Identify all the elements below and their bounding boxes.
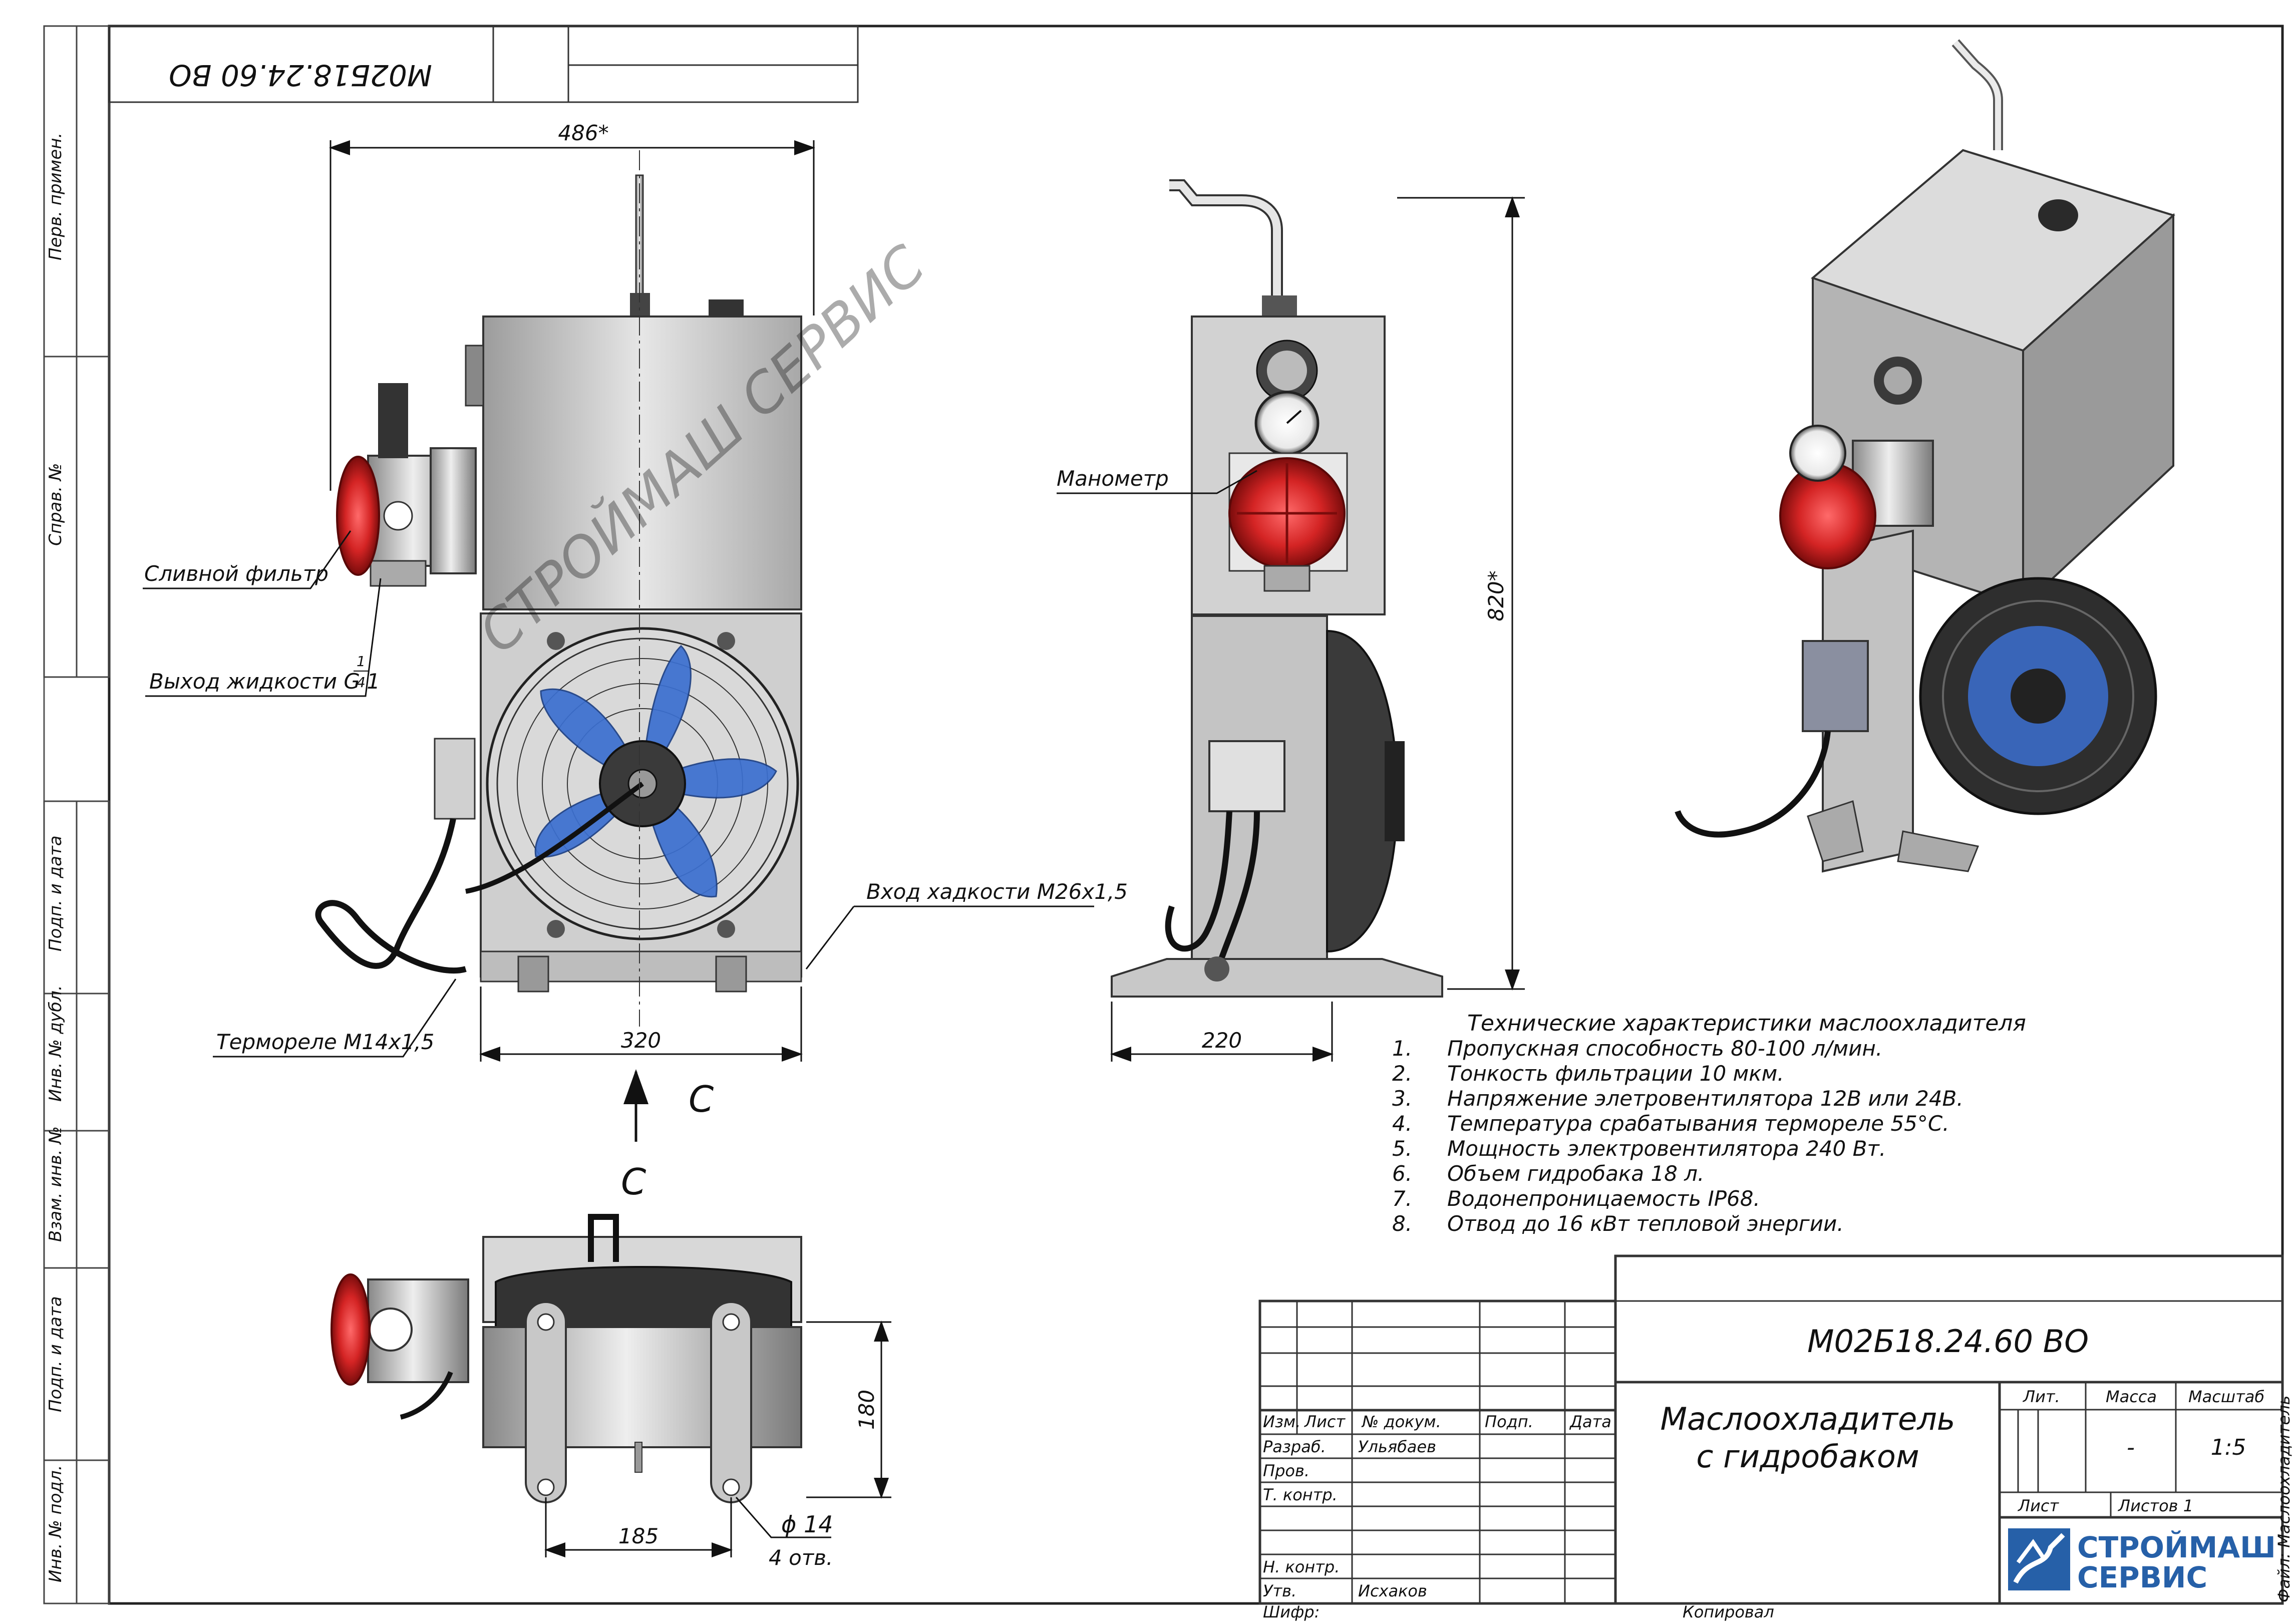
spec-text-4: Температура срабатывания термореле 55°С.	[1447, 1111, 1949, 1136]
iso-view	[1675, 39, 2175, 873]
tb-row-tkontr: Т. контр.	[1263, 1485, 1338, 1504]
spec-num-4: 4.	[1392, 1111, 1412, 1136]
tb-kopiroval: Копировал	[1683, 1602, 1774, 1621]
tb-list: Лист	[2018, 1496, 2059, 1515]
spec-num-8: 8.	[1392, 1211, 1412, 1236]
tb-lit: Лит.	[2023, 1387, 2060, 1406]
tb-designation: М02Б18.24.60 ВО	[1807, 1323, 2089, 1360]
callout-outlet-num: 1	[357, 653, 366, 670]
bottom-view-title: С	[621, 1161, 646, 1203]
callout-outlet: Выход жидкости G 1	[149, 669, 380, 694]
dim-width-top: 486*	[558, 121, 608, 145]
side-dimensions	[1057, 196, 1525, 1062]
callout-outlet-den: 4	[357, 674, 366, 691]
tb-shifr: Шифр:	[1263, 1602, 1320, 1621]
tb-utv-name: Исхаков	[1358, 1581, 1427, 1600]
dim-depth: 180	[854, 1390, 879, 1430]
tb-massa-val: -	[2127, 1435, 2135, 1460]
dim-side-width: 220	[1202, 1028, 1242, 1053]
bottom-filter-cap	[331, 1273, 371, 1386]
tb-col-data: Дата	[1569, 1412, 1611, 1431]
spec-text-2: Тонкость фильтрации 10 мкм.	[1447, 1061, 1784, 1086]
dim-height: 820*	[1484, 570, 1508, 621]
spec-text-6: Объем гидробака 18 л.	[1447, 1161, 1704, 1186]
margin-label-3: Инв. № дубл.	[46, 985, 66, 1102]
spec-num-6: 6.	[1392, 1161, 1412, 1186]
callout-filter: Сливной фильтр	[144, 561, 329, 586]
front-tank	[482, 315, 802, 610]
specs-title: Технические характеристики маслоохладите…	[1467, 1011, 2026, 1036]
tb-row-utv: Утв.	[1263, 1581, 1296, 1600]
dim-hole: ϕ 14	[781, 1511, 833, 1538]
bottom-view	[331, 1214, 802, 1503]
spec-num-2: 2.	[1392, 1061, 1412, 1086]
spec-num-1: 1.	[1392, 1036, 1412, 1061]
spec-text-1: Пропускная способность 80-100 л/мин.	[1447, 1036, 1882, 1061]
specs-block: Технические характеристики маслоохладите…	[1392, 1011, 2026, 1236]
spec-text-3: Напряжение элетровентилятора 12В или 24В…	[1447, 1086, 1963, 1111]
tb-razrab-name: Ульябаев	[1358, 1437, 1436, 1456]
margin-label-1: Справ. №	[46, 463, 66, 546]
tb-row-razrab: Разраб.	[1263, 1437, 1326, 1456]
company-logo: СТРОЙМАШ СЕРВИС	[2008, 1528, 2276, 1594]
front-dimensions	[329, 140, 815, 1142]
tb-file-label: Файл: Маслоохладитель	[2274, 1396, 2293, 1602]
tb-row-nkontr: Н. контр.	[1263, 1557, 1340, 1576]
spec-num-5: 5.	[1392, 1136, 1412, 1161]
tb-name-line1: Маслоохладитель	[1661, 1401, 1955, 1437]
margin-label-0: Перв. примен.	[46, 133, 66, 260]
tb-col-podp: Подп.	[1485, 1412, 1533, 1431]
spec-num-7: 7.	[1392, 1186, 1412, 1211]
bottom-dimensions	[544, 1321, 891, 1557]
front-filter-cap	[336, 456, 380, 576]
logo-line1: СТРОЙМАШ	[2077, 1530, 2276, 1564]
margin-label-4: Взам. инв. №	[46, 1126, 66, 1242]
spec-text-5: Мощность электровентилятора 240 Вт.	[1447, 1136, 1886, 1161]
callout-gauge: Манометр	[1057, 466, 1169, 491]
dim-spacing: 185	[618, 1524, 659, 1548]
margin-label-2: Подп. и дата	[46, 835, 66, 951]
spec-text-7: Водонепроницаемость IP68.	[1447, 1186, 1760, 1211]
tb-massa: Масса	[2106, 1387, 2157, 1406]
tb-masshtab: Масштаб	[2188, 1387, 2264, 1406]
tb-col-izm: Изм.	[1263, 1412, 1300, 1431]
tb-listov: Листов 1	[2118, 1496, 2193, 1515]
view-arrow-label: С	[689, 1078, 714, 1120]
callout-inlet: Вход хадкости М26х1,5	[866, 879, 1128, 904]
side-view	[1111, 179, 1443, 998]
top-stamp-text: М02Б18.24.60 ВО	[169, 58, 432, 92]
logo-line2: СЕРВИС	[2077, 1560, 2207, 1594]
callout-thermo: Термореле М14х1,5	[216, 1030, 434, 1054]
dim-hole-count: 4 отв.	[769, 1545, 833, 1570]
tb-col-doc: № докум.	[1361, 1412, 1441, 1431]
title-block-grid	[1258, 1254, 2284, 1605]
tb-row-prov: Пров.	[1263, 1461, 1309, 1480]
left-margin-columns	[43, 25, 110, 1604]
tb-col-list: Лист	[1304, 1412, 1346, 1431]
tb-masshtab-val: 1:5	[2211, 1435, 2246, 1460]
spec-text-8: Отвод до 16 кВт тепловой энергии.	[1447, 1211, 1844, 1236]
dim-width-bottom: 320	[621, 1028, 661, 1053]
left-margin-labels: Перв. примен. Справ. № Подп. и дата Инв.…	[46, 133, 66, 1582]
tb-name-line2: с гидробаком	[1696, 1438, 1919, 1475]
margin-label-6: Инв. № подл.	[46, 1465, 66, 1582]
spec-num-3: 3.	[1392, 1086, 1412, 1111]
margin-label-5: Подп. и дата	[46, 1296, 66, 1412]
front-callout-lines	[143, 530, 1094, 1058]
top-stamp-box	[108, 25, 859, 103]
front-view	[315, 150, 802, 1027]
